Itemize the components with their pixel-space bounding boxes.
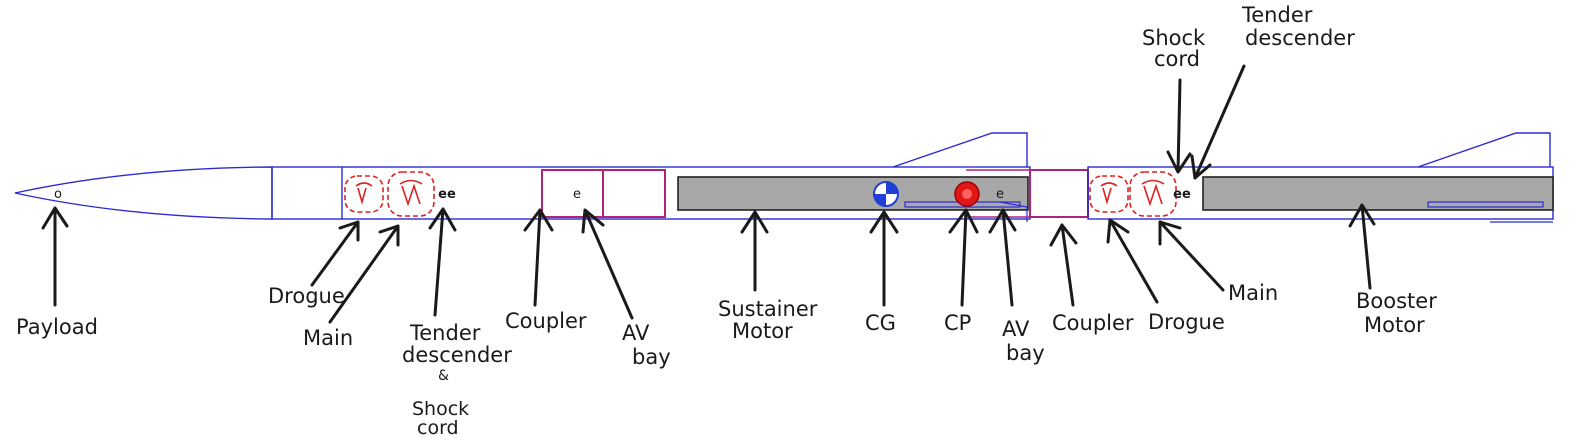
cg-marker: [873, 181, 899, 207]
label-shock-top-1: Shock: [1142, 26, 1206, 50]
label-tender-top-2: descender: [1245, 26, 1355, 50]
arrow-drogue-left: [310, 220, 360, 287]
label-main-left: Main: [303, 326, 354, 350]
label-coupler-left: Coupler: [505, 309, 587, 333]
cp-marker: [954, 181, 980, 207]
main-left-shroud: [399, 179, 423, 207]
rocket-body: [14, 132, 1554, 223]
label-tender-left-amp: &: [438, 368, 449, 384]
arrow-payload: [41, 206, 69, 307]
label-shock-top-2: cord: [1154, 47, 1200, 71]
label-cp: CP: [944, 311, 972, 335]
arrow-av-left: [581, 208, 634, 320]
main-right-shroud: [1141, 179, 1165, 207]
label-booster-1: Booster: [1356, 289, 1437, 313]
descender-mark-right: ee: [1173, 187, 1191, 202]
arrow-cp: [948, 208, 979, 307]
label-av-left-1: AV: [622, 321, 650, 345]
arrow-main-left: [328, 224, 400, 324]
parachutes: [344, 171, 1177, 217]
label-tender-left-3: Shock: [412, 398, 470, 420]
drogue-right-shroud: [1100, 182, 1118, 205]
interstage-coupler: [1029, 169, 1089, 218]
av-mark-left: e: [573, 187, 581, 202]
label-sustainer-2: Motor: [732, 319, 793, 343]
label-tender-left-4: cord: [417, 417, 459, 439]
arrow-coupler-right: [1049, 223, 1078, 307]
arrow-sustainer: [740, 210, 769, 292]
label-cg: CG: [865, 311, 896, 335]
arrow-av-right: [988, 208, 1017, 307]
label-av-right-2: bay: [1006, 341, 1045, 365]
label-tender-left-2: descender: [402, 343, 512, 367]
main-left-chute: [387, 171, 435, 217]
label-av-left-2: bay: [632, 345, 671, 369]
payload-mark: o: [54, 187, 62, 202]
arrow-booster: [1348, 203, 1376, 290]
arrow-drogue-right: [1106, 218, 1159, 304]
booster-motor: [1202, 176, 1554, 211]
label-sustainer-1: Sustainer: [718, 297, 818, 321]
main-right-chute: [1129, 171, 1177, 217]
arrow-shock-top: [1166, 78, 1192, 174]
label-drogue-right: Drogue: [1148, 310, 1225, 334]
label-payload: Payload: [16, 315, 98, 339]
arrow-cg: [869, 210, 899, 307]
label-main-right: Main: [1228, 281, 1279, 305]
label-coupler-right: Coupler: [1052, 311, 1134, 335]
arrow-main-right: [1158, 220, 1225, 292]
av-mark-right: e: [996, 187, 1004, 202]
label-tender-left-1: Tender: [410, 321, 481, 345]
arrow-tender-top: [1190, 64, 1246, 180]
label-av-right-1: AV: [1002, 317, 1030, 341]
sustainer-fin: [892, 132, 1028, 168]
label-booster-2: Motor: [1364, 313, 1425, 337]
descender-mark-left: ee: [438, 187, 456, 202]
drogue-left-shroud: [355, 182, 373, 205]
callout-arrows: [41, 64, 1376, 324]
booster-fin-lower: [1427, 201, 1544, 208]
booster-fin: [1417, 132, 1551, 168]
label-tender-top-1: Tender: [1242, 3, 1313, 27]
arrow-tender-left: [428, 207, 457, 317]
arrow-coupler-left: [523, 208, 554, 307]
label-drogue-left: Drogue: [268, 284, 345, 308]
